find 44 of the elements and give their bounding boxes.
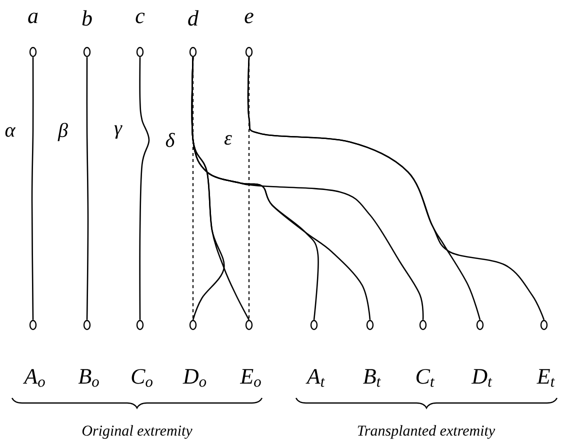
terminal-node: A$_{t}$ xyxy=(306,320,325,387)
node-label: a xyxy=(28,12,38,24)
terminal-node: d xyxy=(188,10,199,58)
terminal-node: c xyxy=(136,12,145,58)
nerve-line xyxy=(86,57,89,320)
node-label: C$_{o}$ xyxy=(132,369,152,387)
edge-label: δ xyxy=(164,132,176,148)
nerve-line xyxy=(139,57,150,320)
terminal-node: D$_{o}$ xyxy=(182,320,206,387)
dashed-line xyxy=(248,57,250,320)
terminal-node: C$_{o}$ xyxy=(132,320,152,387)
nerve-line xyxy=(31,57,34,320)
node-label: A$_{o}$ xyxy=(22,369,45,387)
edge-label: ε xyxy=(223,134,233,146)
node-label: b xyxy=(82,10,92,26)
caption-text: Original extremity xyxy=(82,425,192,439)
node-label: C$_{t}$ xyxy=(416,369,435,387)
node-label: D$_{o}$ xyxy=(182,369,206,387)
node-label: B$_{o}$ xyxy=(78,369,99,387)
node-label: E$_{t}$ xyxy=(536,369,555,387)
node-label: E$_{o}$ xyxy=(240,369,261,387)
terminal-node: a xyxy=(28,12,38,58)
terminal-node: D$_{t}$ xyxy=(471,320,492,387)
node-label: D$_{t}$ xyxy=(471,369,492,387)
terminal-node: b xyxy=(82,10,92,58)
nerve-line xyxy=(191,57,424,320)
terminal-node: E$_{o}$ xyxy=(240,320,261,387)
terminal-node: e xyxy=(244,12,254,58)
terminal-node: B$_{o}$ xyxy=(78,320,99,387)
terminal-node: A$_{o}$ xyxy=(22,320,45,387)
node-label: e xyxy=(244,12,254,24)
terminal-node: B$_{t}$ xyxy=(363,320,381,387)
edge-label: α xyxy=(4,126,16,138)
dashed-line xyxy=(192,57,194,320)
edge-label: β xyxy=(57,122,69,142)
terminal-node: E$_{t}$ xyxy=(536,320,555,387)
caption-text: Transplanted extremity xyxy=(358,425,496,439)
node-label: B$_{t}$ xyxy=(363,369,381,387)
terminal-node: C$_{t}$ xyxy=(416,320,435,387)
edge-label: γ xyxy=(113,124,123,140)
node-label: d xyxy=(188,10,199,26)
nerve-line xyxy=(247,57,545,320)
node-label: c xyxy=(136,12,145,24)
node-label: A$_{t}$ xyxy=(306,369,325,387)
